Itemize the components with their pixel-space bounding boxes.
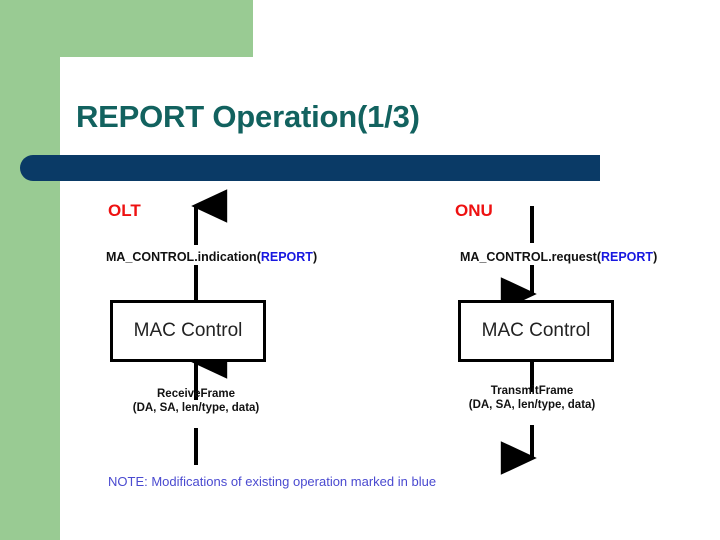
mac-control-box-label-olt: MAC Control: [133, 320, 243, 341]
white-content-panel: [60, 57, 720, 540]
frame-label-transmit-line1: TransmitFrame: [490, 385, 574, 397]
frame-label-transmit: TransmitFrame (DA, SA, len/type, data): [432, 384, 632, 412]
node-label-olt: OLT: [108, 201, 141, 220]
primitive-prefix-right: MA_CONTROL.request(: [460, 250, 601, 264]
primitive-label-request: MA_CONTROL.request(REPORT): [460, 250, 657, 264]
mac-control-box-onu: MAC Control: [458, 300, 614, 362]
green-top-block: [0, 0, 253, 57]
primitive-prefix-left: MA_CONTROL.indication(: [106, 250, 261, 264]
frame-label-receive: ReceiveFrame (DA, SA, len/type, data): [96, 387, 296, 415]
primitive-suffix-right: ): [653, 250, 658, 264]
green-left-column: [0, 0, 60, 540]
mac-control-box-label-onu: MAC Control: [481, 320, 591, 341]
frame-label-transmit-line2: (DA, SA, len/type, data): [468, 399, 596, 411]
node-label-onu: ONU: [455, 201, 493, 220]
primitive-suffix-left: ): [312, 250, 318, 264]
diagram-note: NOTE: Modifications of existing operatio…: [108, 474, 437, 489]
primitive-highlight-right: REPORT: [600, 250, 654, 264]
page-title: REPORT Operation(1/3): [76, 99, 420, 134]
mac-control-box-olt: MAC Control: [110, 300, 266, 362]
frame-label-receive-line1: ReceiveFrame: [157, 388, 235, 400]
frame-label-receive-line2: (DA, SA, len/type, data): [132, 402, 260, 414]
title-underline-bar: [20, 155, 600, 181]
primitive-highlight-left: REPORT: [260, 250, 313, 264]
primitive-label-indication: MA_CONTROL.indication(REPORT): [106, 250, 317, 264]
